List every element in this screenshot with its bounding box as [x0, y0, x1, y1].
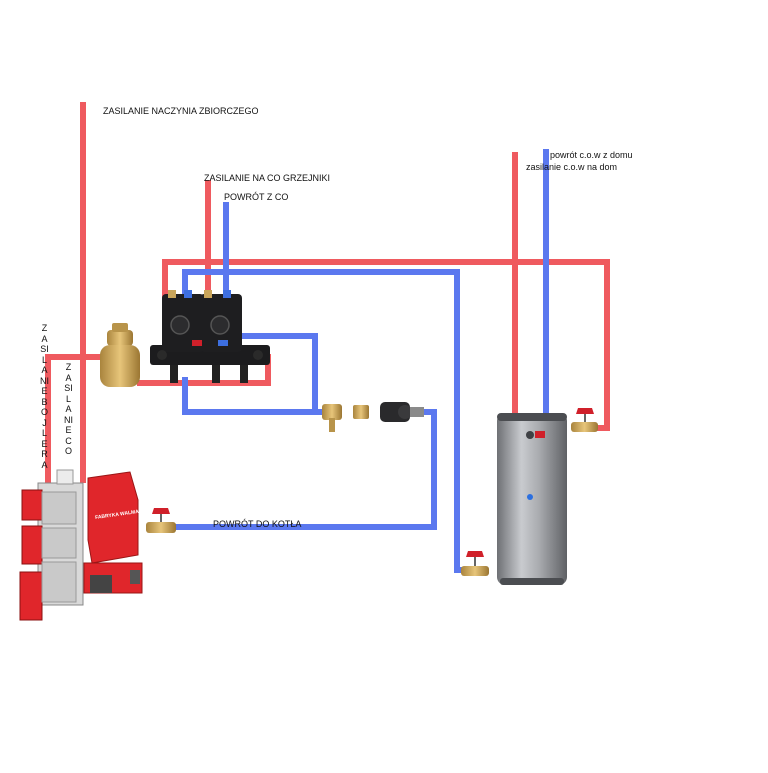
dhw-tank: [497, 413, 567, 585]
supply-pipes: [45, 102, 610, 483]
label-expansion-supply: ZASILANIE NACZYNIA ZBIORCZEGO: [103, 106, 259, 116]
label-dhw-return: powrót c.o.w z domu: [550, 150, 633, 160]
valve-tank-bottom: [461, 551, 489, 576]
label-boiler-feed-vertical: ZASILANIE BOJLERA: [40, 323, 49, 470]
label-co-feed-vertical: ZASILANIE CO: [64, 362, 73, 456]
label-dhw-supply: zasilanie c.o.w na dom: [526, 162, 618, 172]
dhw-coil-loop: [182, 269, 471, 573]
pump-manifold: [150, 290, 270, 383]
label-co-supply: ZASILANIE NA CO GRZEJNIKI: [204, 173, 331, 183]
return-fittings: [322, 402, 424, 432]
valve-boiler-return: [146, 508, 176, 533]
boiler: [19, 469, 143, 621]
top-supply-loop: [162, 259, 610, 431]
boiler-return-line: [172, 409, 437, 530]
label-boiler-return: POWRÓT DO KOTŁA: [213, 519, 302, 529]
manifold-bottom-loop: [182, 377, 333, 415]
valve-tank-top: [571, 408, 598, 432]
label-co-return: POWRÓT Z CO: [224, 192, 289, 202]
air-separator: [100, 323, 140, 387]
